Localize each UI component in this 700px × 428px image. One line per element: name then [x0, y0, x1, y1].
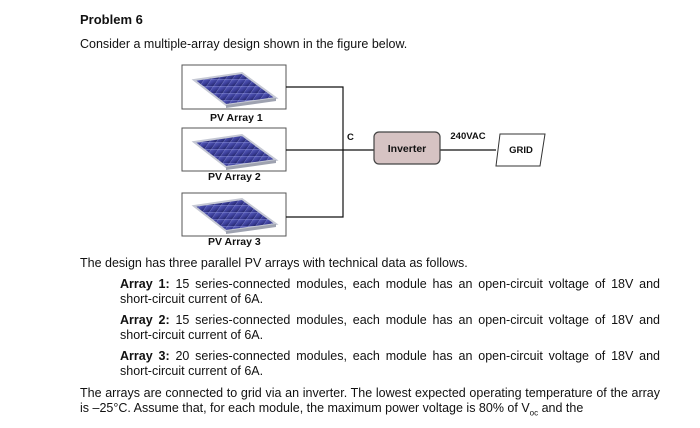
array-2-spec: Array 2: 15 series-connected modules, ea…	[120, 313, 660, 343]
design-description: The design has three parallel PV arrays …	[80, 256, 468, 270]
grid: GRID	[495, 133, 546, 167]
array-3-spec: Array 3: 20 series-connected modules, ea…	[120, 349, 660, 379]
pv-array-1-panel-image	[191, 71, 279, 108]
pv-array-2-panel-image	[191, 133, 279, 170]
closing-paragraph: The arrays are connected to grid via an …	[80, 386, 660, 421]
grid-box	[495, 133, 546, 167]
closing-subscript: oc	[529, 408, 539, 418]
pv-array-2-label: PV Array 2	[208, 171, 261, 183]
inverter-label: Inverter	[388, 143, 427, 155]
pv-array-3: PV Array 3	[181, 192, 287, 248]
pv-array-1-label: PV Array 1	[210, 112, 263, 124]
array-2-text: 15 series-connected modules, each module…	[120, 313, 660, 342]
bus-wire	[286, 86, 344, 218]
array-1-name: Array 1:	[120, 277, 170, 291]
pv-array-3-label: PV Array 3	[208, 236, 261, 248]
node-label: C	[347, 132, 354, 143]
pv-array-2: PV Array 2	[181, 127, 287, 183]
array-3-text: 20 series-connected modules, each module…	[120, 349, 660, 378]
wiring	[286, 86, 496, 218]
closing-text-1: The arrays are connected to grid via an …	[80, 386, 660, 415]
multi-array-diagram: PV Array 1 PV Array 2 PV Array 3 C Inver…	[181, 64, 546, 248]
voltage-label: 240VAC	[450, 131, 485, 142]
inverter-box	[373, 131, 441, 165]
array-1-spec: Array 1: 15 series-connected modules, ea…	[120, 277, 660, 307]
closing-text-2: and the	[538, 401, 584, 415]
array-2-name: Array 2:	[120, 313, 170, 327]
pv-array-1: PV Array 1	[181, 64, 287, 124]
array-3-name: Array 3:	[120, 349, 170, 363]
inverter: Inverter	[373, 131, 441, 165]
problem-title: Problem 6	[80, 12, 143, 27]
problem-intro: Consider a multiple-array design shown i…	[80, 37, 408, 51]
pv-array-3-panel-image	[191, 197, 279, 234]
array-1-text: 15 series-connected modules, each module…	[120, 277, 660, 306]
grid-label: GRID	[509, 145, 533, 156]
